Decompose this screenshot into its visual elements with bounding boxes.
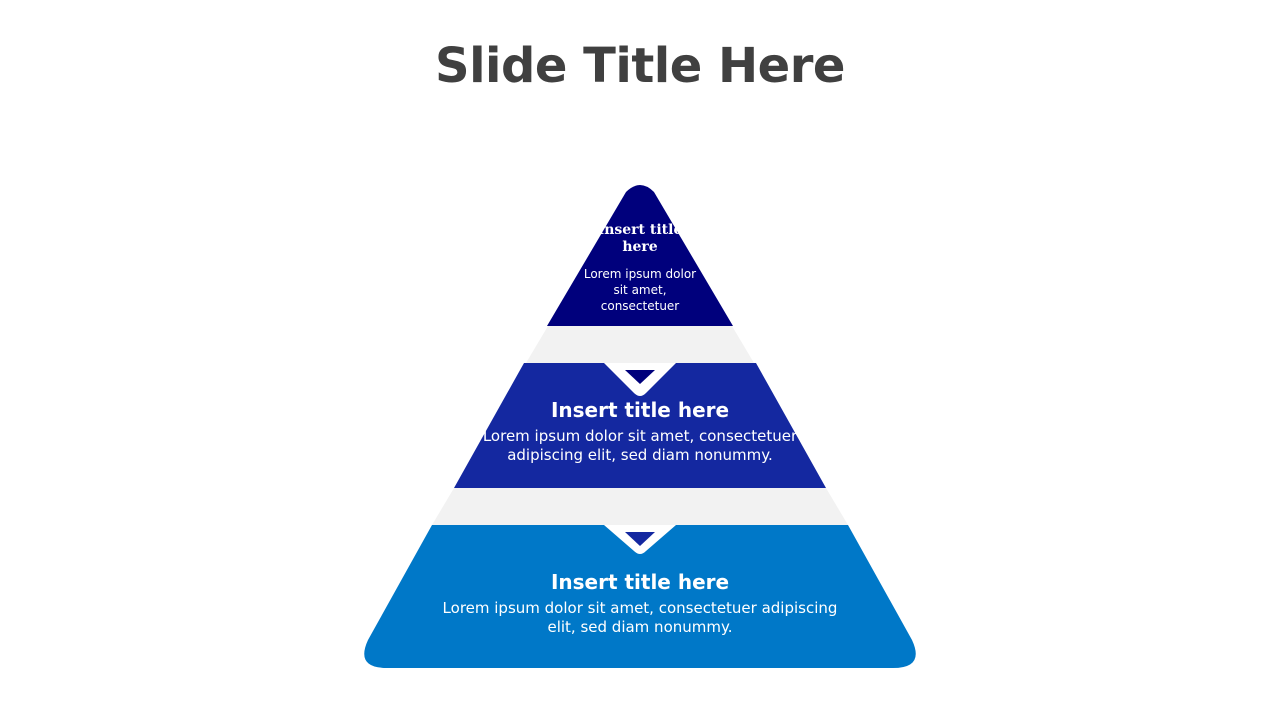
tier-2-arrow-icon <box>625 370 655 384</box>
pyramid-tier-1 <box>547 185 733 326</box>
tier-2-text: Insert title here Lorem ipsum dolor sit … <box>470 397 810 465</box>
slide-title: Slide Title Here <box>435 38 845 94</box>
tier-2-body: Lorem ipsum dolor sit amet, consectetuer… <box>482 427 798 464</box>
tier-3-body: Lorem ipsum dolor sit amet, consectetuer… <box>442 599 838 636</box>
tier-3-title: Insert title here <box>550 570 730 594</box>
tier-2-title: Insert title here <box>550 398 730 422</box>
gap-band-lower <box>432 488 848 525</box>
tier-1-body: Lorem ipsum dolor sit amet, consectetuer <box>583 267 697 313</box>
tier-3-text: Insert title here Lorem ipsum dolor sit … <box>440 569 840 637</box>
pyramid-tier-3 <box>364 525 916 668</box>
tier-1-text: Insert title here Lorem ipsum dolor sit … <box>580 222 700 314</box>
tier-1-title: Insert title here <box>597 222 683 255</box>
tier-3-arrow-icon <box>625 532 655 546</box>
gap-band-upper <box>526 326 754 363</box>
pyramid-tier-2 <box>454 363 826 488</box>
